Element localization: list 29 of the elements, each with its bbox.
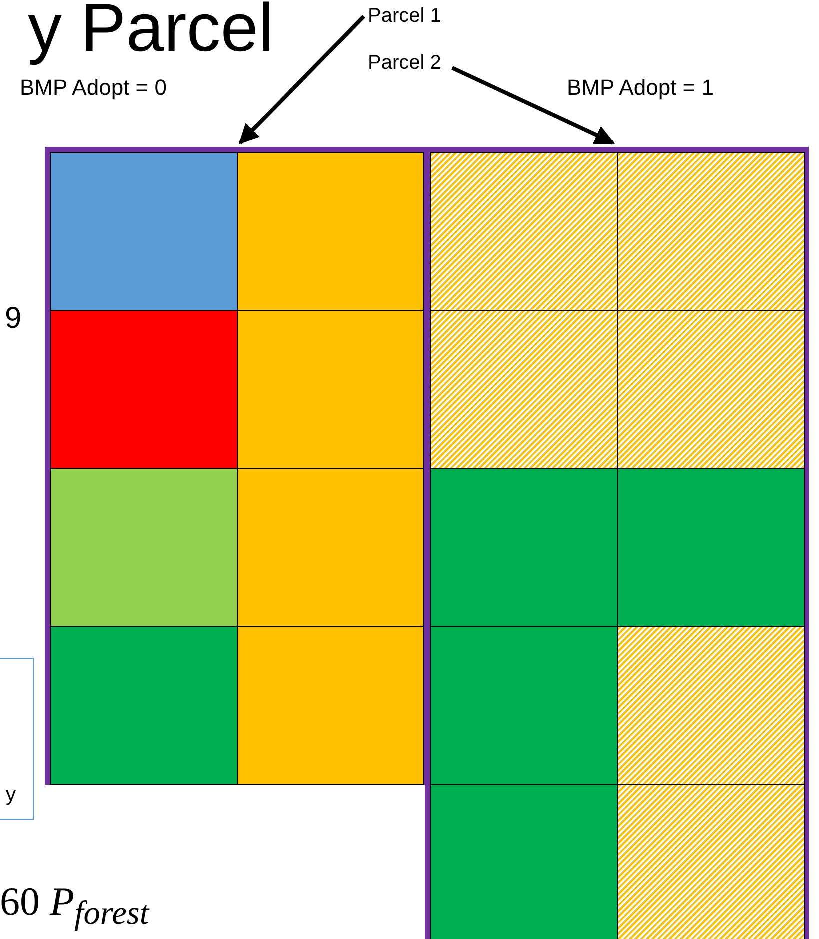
land-use-square <box>617 468 805 627</box>
formula: 60 P$_{forest}$ <box>0 878 150 933</box>
land-use-square <box>430 468 618 627</box>
land-use-square <box>617 152 805 311</box>
land-use-square <box>50 468 238 627</box>
note-box: y <box>0 658 34 820</box>
land-use-square <box>50 310 238 469</box>
land-use-square <box>236 468 424 627</box>
land-use-square <box>430 152 618 311</box>
land-use-square <box>236 152 424 311</box>
arrow <box>452 66 615 145</box>
land-use-square <box>430 626 618 785</box>
text-label: BMP Adopt = 0 <box>20 75 167 101</box>
land-use-square <box>236 310 424 469</box>
parcel-label: Parcel 2 <box>368 52 442 75</box>
land-use-square <box>430 784 618 939</box>
parcel-outline <box>425 147 809 939</box>
land-use-square <box>617 626 805 785</box>
arrow <box>238 15 366 144</box>
land-use-square <box>50 626 238 785</box>
land-use-square <box>236 626 424 785</box>
land-use-square <box>430 310 618 469</box>
land-use-square <box>617 784 805 939</box>
text-label: 9 <box>5 302 22 336</box>
land-use-square <box>617 310 805 469</box>
parcel-outline <box>45 147 428 785</box>
text-label: BMP Adopt = 1 <box>567 75 714 101</box>
parcel-label: Parcel 1 <box>368 5 442 28</box>
land-use-square <box>50 152 238 311</box>
